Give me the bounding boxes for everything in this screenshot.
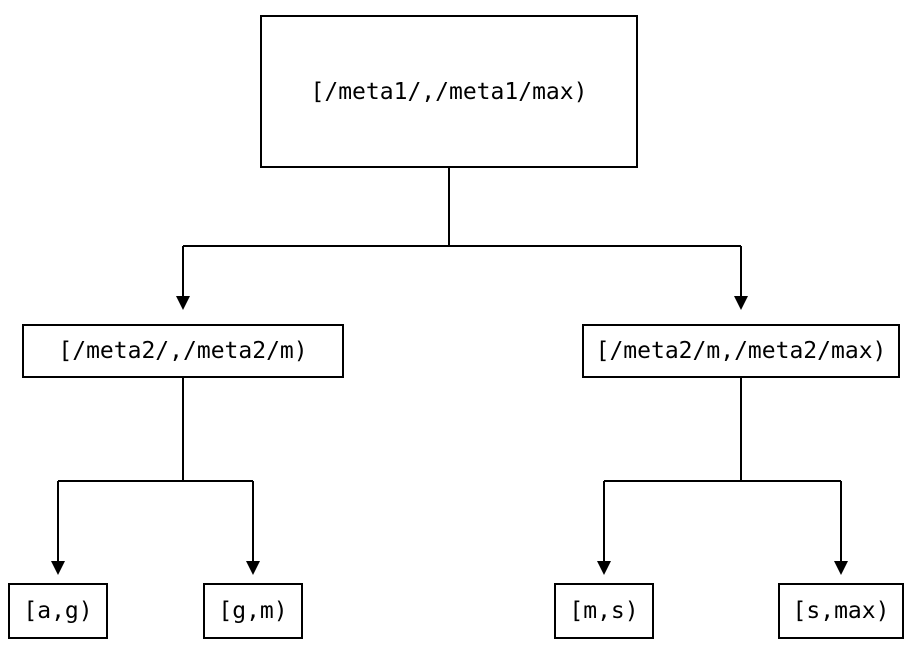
node-label: [/meta2/,/meta2/m) [58, 338, 308, 364]
node-leaf-smax: [s,max) [778, 583, 904, 639]
arrow-down-icon [734, 296, 748, 310]
connector-right-children [597, 378, 848, 575]
node-label: [g,m) [218, 598, 288, 624]
connector-left-children [51, 378, 260, 575]
node-left-range: [/meta2/,/meta2/m) [22, 324, 344, 378]
arrow-down-icon [176, 296, 190, 310]
arrow-down-icon [834, 561, 848, 575]
node-label: [a,g) [23, 598, 93, 624]
arrow-down-icon [51, 561, 65, 575]
node-label: [/meta1/,/meta1/max) [310, 78, 588, 105]
node-right-range: [/meta2/m,/meta2/max) [582, 324, 900, 378]
arrow-down-icon [246, 561, 260, 575]
arrow-down-icon [597, 561, 611, 575]
node-leaf-ag: [a,g) [8, 583, 108, 639]
node-label: [/meta2/m,/meta2/max) [595, 338, 887, 364]
node-label: [m,s) [569, 598, 639, 624]
node-leaf-ms: [m,s) [554, 583, 654, 639]
node-root-range: [/meta1/,/meta1/max) [260, 15, 638, 168]
connector-root-children [176, 168, 748, 310]
node-leaf-gm: [g,m) [203, 583, 303, 639]
node-label: [s,max) [792, 598, 890, 624]
